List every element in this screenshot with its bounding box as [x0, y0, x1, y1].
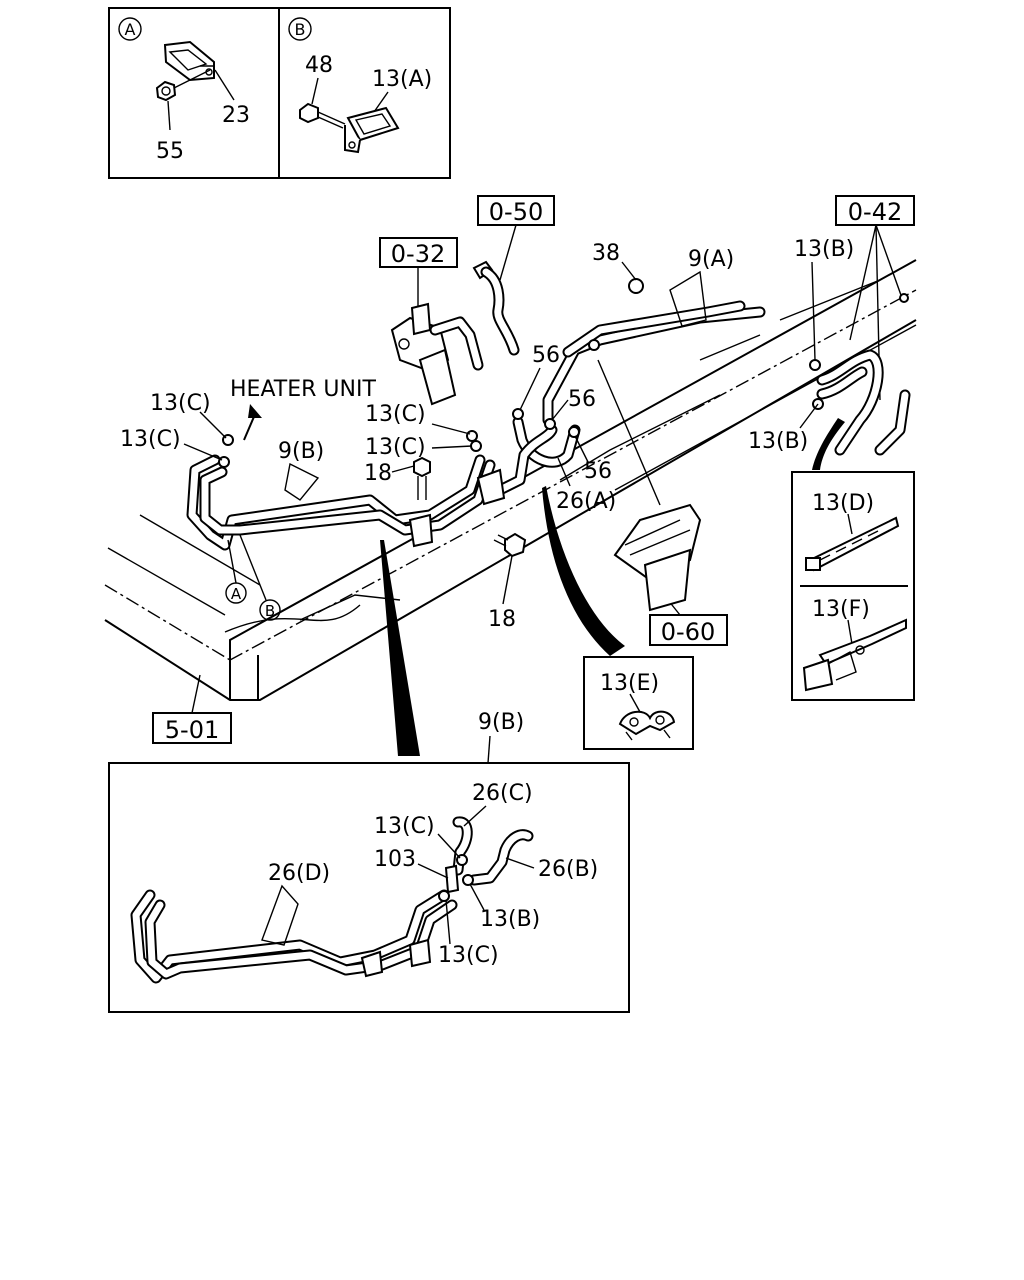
detail-9b-title: 9(B)	[478, 710, 524, 735]
clip-13f-drawing	[802, 618, 907, 692]
ref-060-label: 0-60	[661, 618, 715, 646]
callout-38: 38	[592, 241, 620, 266]
ref-042: 0-42	[835, 195, 915, 226]
clip-13e-drawing	[618, 710, 676, 741]
callout-26a: 26(A)	[556, 489, 616, 514]
blower-unit-0-60	[613, 503, 702, 612]
marker-b: B	[265, 602, 275, 620]
ref-501: 5-01	[152, 712, 232, 744]
callout-13c-3: 13(C)	[120, 427, 181, 452]
detail-13c-b-label: 13(C)	[438, 943, 499, 968]
detail-26d-label: 26(D)	[268, 861, 330, 886]
ref-042-label: 0-42	[848, 198, 902, 226]
detail-13b-label: 13(B)	[480, 907, 540, 932]
detail-26b-label: 26(B)	[538, 857, 598, 882]
detail-13f-label: 13(F)	[812, 597, 870, 622]
heater-pipe-0-50	[472, 260, 520, 356]
inset-b: B 48 13(A)	[288, 17, 432, 154]
detail-wedges	[380, 418, 845, 756]
detail-26c-label: 26(C)	[472, 781, 533, 806]
ref-060: 0-60	[649, 614, 728, 646]
part-23-label: 23	[222, 103, 250, 128]
part-55-label: 55	[156, 139, 184, 164]
callout-18-2: 18	[488, 607, 516, 632]
detail-13c-a-label: 13(C)	[374, 814, 435, 839]
callout-13c-4: 13(C)	[365, 435, 426, 460]
clip-13a-drawing	[344, 106, 400, 154]
detail-13d-label: 13(D)	[812, 491, 874, 516]
detail-13e: 13(E)	[583, 656, 694, 750]
ref-050-label: 0-50	[489, 198, 543, 226]
ref-501-label: 5-01	[165, 716, 219, 744]
hoses-0-42	[816, 349, 911, 456]
bolt-48-drawing	[299, 102, 346, 129]
detail-13e-label: 13(E)	[600, 671, 659, 696]
callout-56-2: 56	[568, 387, 596, 412]
bolt-18-lower	[493, 532, 527, 558]
bolt-18-upper	[413, 456, 431, 500]
nut-55-drawing	[155, 80, 177, 102]
inset-a-marker: A	[125, 20, 136, 39]
ref-032-label: 0-32	[391, 240, 445, 268]
marker-a: A	[231, 585, 242, 603]
inset-a: A 23 55	[118, 17, 250, 164]
callout-18-1: 18	[364, 461, 392, 486]
callout-13c-2: 13(C)	[365, 402, 426, 427]
ref-050: 0-50	[477, 195, 555, 226]
callout-9b: 9(B)	[278, 439, 324, 464]
callout-9a: 9(A)	[688, 247, 734, 272]
valve-0-32	[390, 302, 484, 406]
cable-tie-13d-drawing	[805, 516, 900, 572]
main-hose-9a	[542, 300, 766, 426]
heater-pipe-9b	[186, 454, 506, 551]
callout-13b-top: 13(B)	[794, 237, 854, 262]
ref-032: 0-32	[379, 237, 458, 268]
callout-13b-side: 13(B)	[748, 429, 808, 454]
callouts: 38 9(A) 13(B) 56 HEATER UNIT 56 13(C) 13…	[120, 237, 854, 632]
part-13a-label: 13(A)	[372, 67, 432, 92]
part-48-label: 48	[305, 53, 333, 78]
inset-b-marker: B	[295, 20, 306, 39]
callout-13c-1: 13(C)	[150, 391, 211, 416]
detail-103-label: 103	[374, 847, 416, 872]
callout-56-3: 56	[584, 459, 612, 484]
detail-9b-pipe-drawing	[130, 816, 534, 984]
floor-panel	[104, 259, 917, 701]
hose-26a	[494, 416, 581, 496]
callout-56-1: 56	[532, 343, 560, 368]
callout-heater-unit: HEATER UNIT	[230, 377, 376, 402]
detail-9b: 9(B) 26(C) 13(C) 103 26(B) 26(D)	[108, 710, 630, 1013]
detail-13d-13f: 13(D) 13(F)	[791, 471, 915, 701]
